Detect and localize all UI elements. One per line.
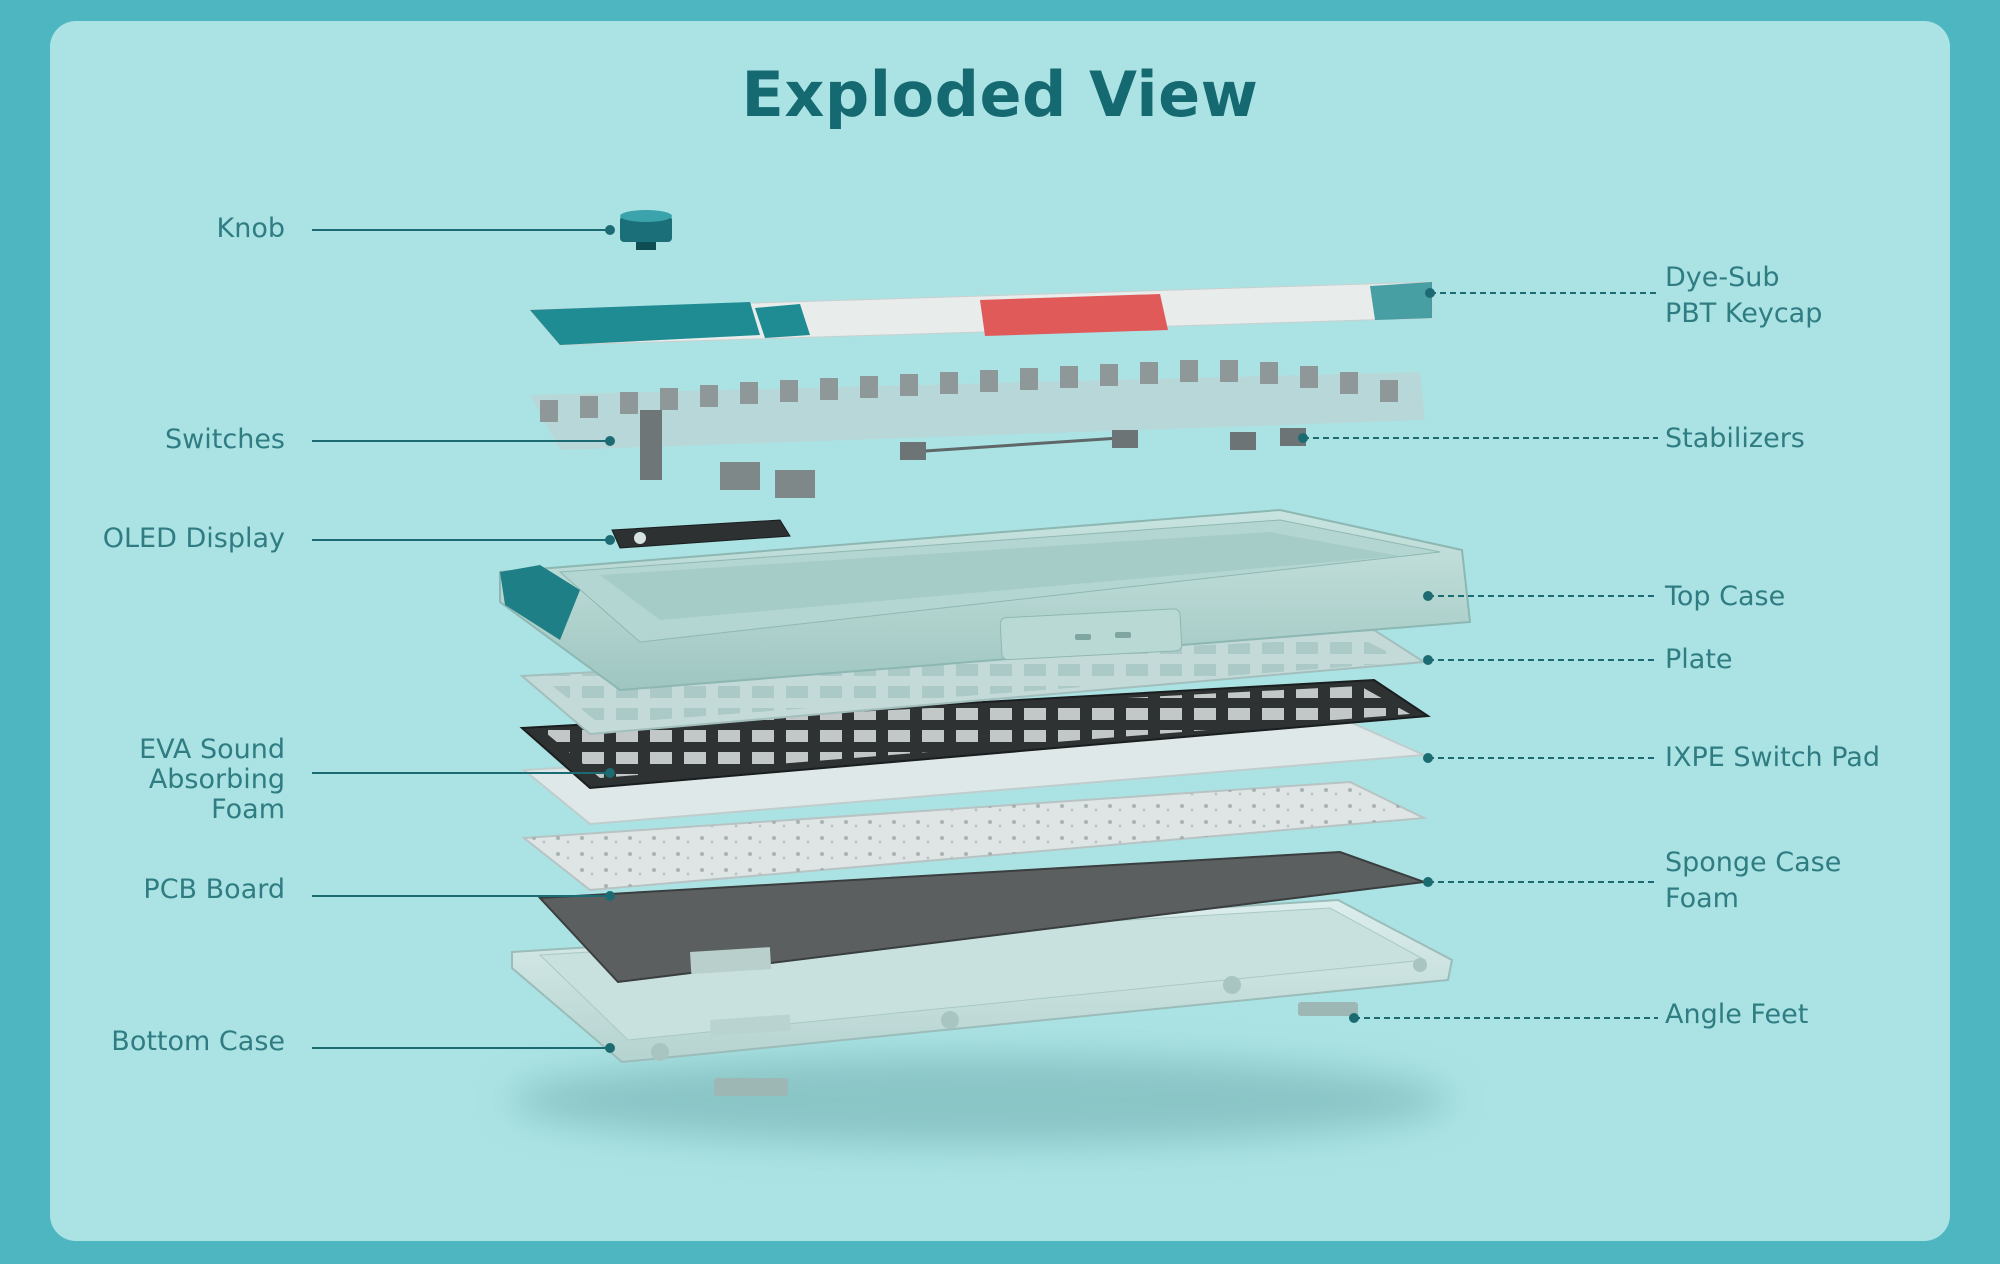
keycap-layer <box>528 281 1433 346</box>
top-case-part <box>499 508 1472 692</box>
knob-part <box>620 210 672 250</box>
label-stabilizers: Stabilizers <box>1665 423 1805 454</box>
left-leader-lines <box>312 225 615 1053</box>
label-eva-sound-absorbing-foam: EVA Sound Absorbing Foam <box>139 734 285 825</box>
label-switches: Switches <box>165 424 285 455</box>
label-dye-sub-pbt-keycap: Dye-Sub PBT Keycap <box>1665 262 1823 329</box>
label-sponge-case-foam: Sponge Case Foam <box>1665 847 1842 914</box>
label-oled-display: OLED Display <box>102 523 285 554</box>
page-title: Exploded View <box>741 58 1259 131</box>
angle-foot-back <box>1298 1002 1358 1016</box>
bottom-case-shadow <box>510 1055 1450 1145</box>
switches-layer <box>530 360 1425 498</box>
oled-display-hole <box>634 532 646 544</box>
label-knob: Knob <box>216 213 285 244</box>
angle-foot-front <box>714 1078 788 1096</box>
right-leader-lines <box>1298 288 1658 1023</box>
label-angle-feet: Angle Feet <box>1665 999 1809 1030</box>
label-top-case: Top Case <box>1665 581 1786 612</box>
eva-foam-part <box>519 678 1431 790</box>
label-ixpe-switch-pad: IXPE Switch Pad <box>1665 742 1880 773</box>
label-plate: Plate <box>1665 644 1733 675</box>
pcb-board-part <box>521 780 1428 892</box>
label-pcb-board: PCB Board <box>143 874 285 905</box>
oled-display-part <box>611 519 791 549</box>
label-bottom-case: Bottom Case <box>111 1026 285 1057</box>
